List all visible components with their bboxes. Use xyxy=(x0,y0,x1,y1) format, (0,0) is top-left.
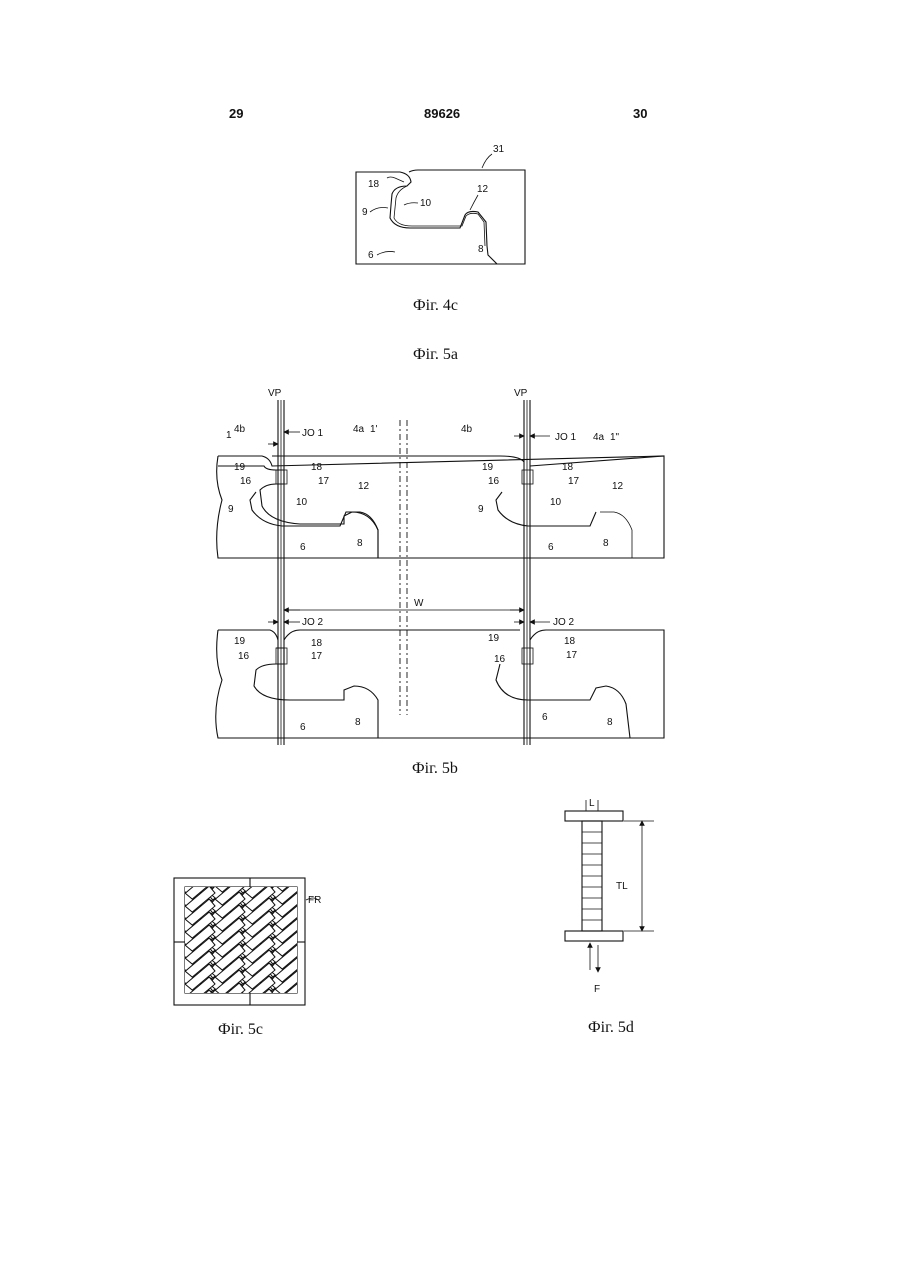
label-18b-right: 18 xyxy=(564,636,576,647)
label-8-left: 8 xyxy=(357,538,363,549)
label-4a-right: 4a xyxy=(593,432,605,443)
label-jo2-right: JO 2 xyxy=(553,617,575,628)
label-10-left: 10 xyxy=(296,497,308,508)
label-31: 31 xyxy=(493,144,505,155)
label-12: 12 xyxy=(477,184,489,195)
label-8b-left: 8 xyxy=(355,717,361,728)
caption-fig-5b: Фіг. 5b xyxy=(412,760,458,778)
label-jo2-left: JO 2 xyxy=(302,617,324,628)
label-17b-left: 17 xyxy=(311,651,323,662)
label-4b-left: 4b xyxy=(234,424,246,435)
label-18-right: 18 xyxy=(562,462,574,473)
label-jo1-right: JO 1 xyxy=(555,432,577,443)
caption-fig-5c: Фіг. 5с xyxy=(218,1021,263,1039)
figure-5c-drawing: FR xyxy=(174,847,321,1049)
figure-4c-drawing: 31 18 9 10 12 8 6 xyxy=(356,144,525,264)
label-4b-right: 4b xyxy=(461,424,473,435)
figure-5b-drawing: W JO 2 JO 2 19 18 16 17 8 6 19 18 16 17 … xyxy=(216,598,664,738)
label-f: F xyxy=(594,984,600,995)
caption-fig-5d: Фіг. 5d xyxy=(588,1019,634,1037)
label-9: 9 xyxy=(362,207,368,218)
figure-5d-drawing: L TL F xyxy=(565,798,654,995)
label-1: 1 xyxy=(226,430,232,441)
label-10-right: 10 xyxy=(550,497,562,508)
label-fr: FR xyxy=(308,895,321,906)
label-9-left: 9 xyxy=(228,504,234,515)
parquet-strip xyxy=(267,995,305,1029)
parquet-strip xyxy=(179,997,217,1031)
label-4a-left: 4a xyxy=(353,424,365,435)
parquet-strip xyxy=(267,1008,305,1042)
parquet-strip xyxy=(177,990,215,1024)
label-jo1-left: JO 1 xyxy=(302,428,324,439)
parquet-strip xyxy=(207,853,245,887)
parquet-strip xyxy=(269,1002,307,1036)
label-8b-right: 8 xyxy=(607,717,613,728)
label-8-right: 8 xyxy=(603,538,609,549)
parquet-strip xyxy=(209,990,247,1024)
label-18: 18 xyxy=(368,179,380,190)
label-16-left: 16 xyxy=(240,476,252,487)
parquet-strip xyxy=(269,1015,307,1049)
label-12-right: 12 xyxy=(612,481,624,492)
label-16-right: 16 xyxy=(488,476,500,487)
figure-5a-drawing: VP VP JO 1 JO 1 4a 4a 4b 4b 1 1' 1" 19 1… xyxy=(217,388,664,745)
parquet-strip xyxy=(179,854,217,888)
label-17-left: 17 xyxy=(318,476,330,487)
label-16b-right: 16 xyxy=(494,654,506,665)
label-19b-left: 19 xyxy=(234,636,246,647)
label-18-left: 18 xyxy=(311,462,323,473)
label-l: L xyxy=(589,798,595,809)
label-6b-left: 6 xyxy=(300,722,306,733)
parquet-strip xyxy=(269,989,307,1023)
caption-fig-4c: Фіг. 4с xyxy=(413,297,458,315)
label-12-left: 12 xyxy=(358,481,370,492)
label-17-right: 17 xyxy=(568,476,580,487)
label-6-left: 6 xyxy=(300,542,306,553)
label-17b-right: 17 xyxy=(566,650,578,661)
label-8: 8 xyxy=(478,244,484,255)
label-10: 10 xyxy=(420,198,432,209)
label-6: 6 xyxy=(368,250,374,261)
label-tl: TL xyxy=(616,881,628,892)
label-18b-left: 18 xyxy=(311,638,323,649)
caption-fig-5a: Фіг. 5а xyxy=(413,346,458,364)
label-9-right: 9 xyxy=(478,504,484,515)
parquet-strip xyxy=(237,989,275,1023)
label-19-right: 19 xyxy=(482,462,494,473)
parquet-strip xyxy=(177,847,215,881)
label-19b-right: 19 xyxy=(488,633,500,644)
label-vp-left: VP xyxy=(268,388,282,399)
label-6-right: 6 xyxy=(548,542,554,553)
label-19-left: 19 xyxy=(234,462,246,473)
label-16b-left: 16 xyxy=(238,651,250,662)
label-1-prime: 1' xyxy=(370,424,378,435)
label-w: W xyxy=(414,598,424,609)
label-vp-right: VP xyxy=(514,388,528,399)
label-6b-right: 6 xyxy=(542,712,548,723)
label-1-double-prime: 1" xyxy=(610,432,620,443)
